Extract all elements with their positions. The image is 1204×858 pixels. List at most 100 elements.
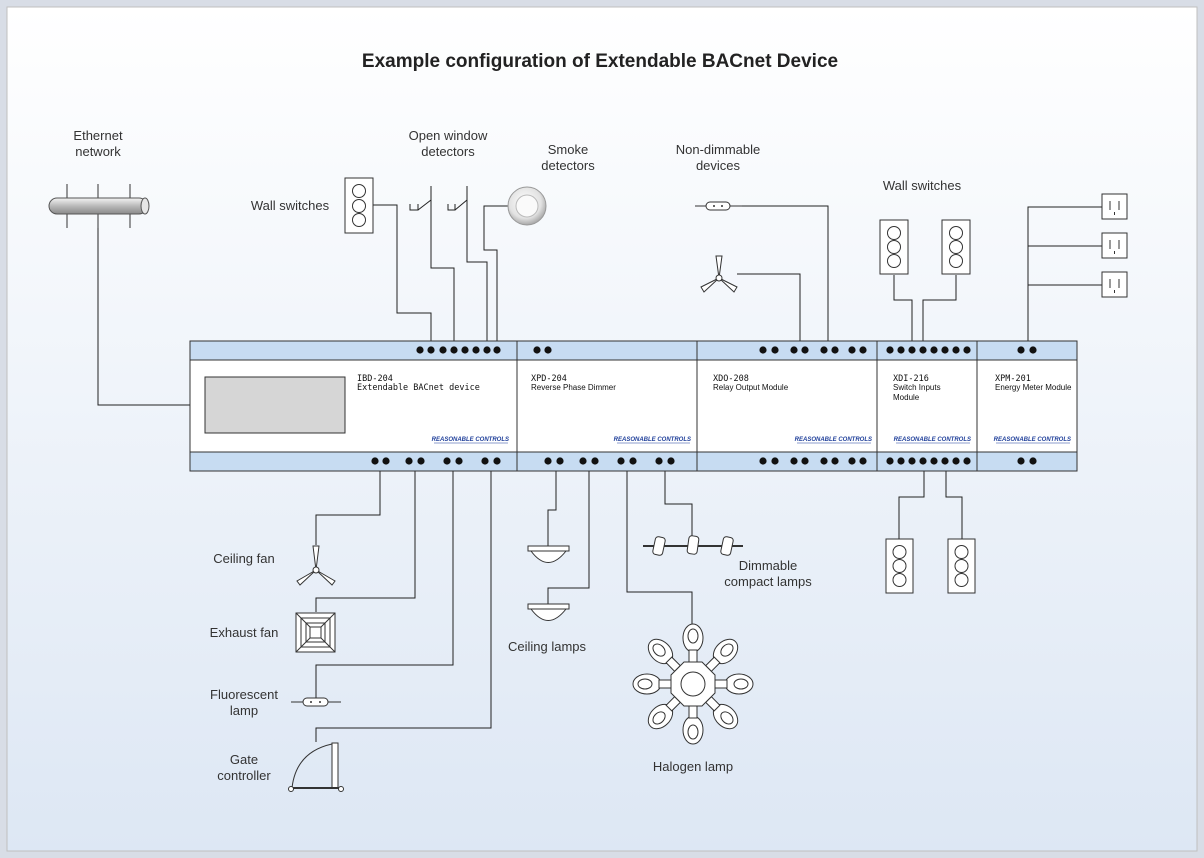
terminal-dot — [472, 346, 480, 354]
terminal-dot — [667, 457, 675, 465]
terminal-dot — [771, 457, 779, 465]
terminal-dot — [919, 346, 927, 354]
terminal-dot — [801, 346, 809, 354]
fluorescent-lamp-icon — [291, 697, 341, 707]
terminal-dot — [556, 457, 564, 465]
terminal-dot — [908, 346, 916, 354]
terminal-dot — [443, 457, 451, 465]
module-brand: REASONABLE CONTROLS — [614, 437, 691, 443]
module-xpd-204: XPD-204 Reverse Phase Dimmer REASONABLE … — [531, 374, 691, 444]
module-code: XPM-201 — [995, 374, 1031, 384]
power-outlet-icon — [1101, 193, 1128, 220]
label-dimmable-compact-lamps: compact lamps — [724, 574, 812, 589]
terminal-dot — [759, 457, 767, 465]
terminal-dot — [771, 346, 779, 354]
terminal-dot — [461, 346, 469, 354]
terminal-dot — [416, 346, 424, 354]
terminal-dot — [848, 346, 856, 354]
terminal-dot — [963, 457, 971, 465]
label-smoke: Smoke — [548, 142, 588, 157]
fluorescent-tube-icon — [695, 201, 742, 211]
terminal-dot — [831, 457, 839, 465]
terminal-dot — [481, 457, 489, 465]
terminal-dot — [382, 457, 390, 465]
fan-icon — [700, 255, 738, 293]
terminal-dot — [1029, 346, 1037, 354]
label-open-window-detectors: detectors — [421, 144, 475, 159]
terminal-dot — [941, 457, 949, 465]
terminal-dot — [908, 457, 916, 465]
module-xdi-216: XDI-216 Switch Inputs Module REASONABLE … — [893, 374, 971, 444]
terminal-dot — [952, 346, 960, 354]
ethernet-pipe-icon — [48, 184, 150, 228]
label-ethernet: Ethernet — [73, 128, 123, 143]
label-gate-controller: controller — [217, 768, 271, 783]
label-open-window: Open window — [409, 128, 488, 143]
module-code: IBD-204 — [357, 374, 393, 384]
terminal-dot — [897, 346, 905, 354]
module-description-line2: Module — [893, 393, 920, 402]
terminal-dot — [579, 457, 587, 465]
label-non-dimmable-devices: devices — [696, 158, 741, 173]
ceiling-fan-icon — [296, 545, 336, 586]
label-ethernet-network: network — [75, 144, 121, 159]
terminal-dot — [544, 346, 552, 354]
terminal-dot — [439, 346, 447, 354]
terminal-dot — [629, 457, 637, 465]
label-fluorescent-lamp: lamp — [230, 703, 258, 718]
terminal-dot — [417, 457, 425, 465]
terminal-dot — [455, 457, 463, 465]
halogen-lamp-icon — [632, 623, 754, 745]
terminal-dot — [759, 346, 767, 354]
terminal-dot — [930, 346, 938, 354]
wall-switch-icon — [885, 538, 914, 594]
device-display — [204, 376, 346, 434]
module-brand: REASONABLE CONTROLS — [795, 437, 872, 443]
ceiling-lamp-icon — [527, 603, 570, 621]
label-halogen-lamp: Halogen lamp — [653, 759, 733, 774]
label-ceiling-fan: Ceiling fan — [213, 551, 274, 566]
module-xpm-201: XPM-201 Energy Meter Module REASONABLE C… — [994, 374, 1072, 444]
terminal-dot — [886, 346, 894, 354]
terminal-dot — [790, 346, 798, 354]
module-ibd-204: IBD-204 Extendable BACnet device REASONA… — [357, 374, 509, 444]
label-fluorescent: Fluorescent — [210, 687, 278, 702]
module-description: Reverse Phase Dimmer — [531, 383, 616, 392]
wall-switch-icon — [879, 219, 909, 275]
terminal-dot — [1029, 457, 1037, 465]
bacnet-device-rail — [189, 340, 1078, 472]
terminal-dot — [427, 346, 435, 354]
terminal-dot — [371, 457, 379, 465]
diagram-title: Example configuration of Extendable BACn… — [362, 51, 838, 72]
open-window-detector-icon — [409, 186, 468, 211]
terminal-dot — [544, 457, 552, 465]
terminal-dot — [941, 346, 949, 354]
terminal-dot — [820, 457, 828, 465]
label-exhaust-fan: Exhaust fan — [210, 625, 279, 640]
label-wall-switches-left: Wall switches — [251, 198, 330, 213]
terminal-dot — [483, 346, 491, 354]
module-description: Energy Meter Module — [995, 383, 1072, 392]
power-outlet-icon — [1101, 232, 1128, 259]
module-brand: REASONABLE CONTROLS — [994, 437, 1071, 443]
module-description: Extendable BACnet device — [357, 383, 480, 393]
module-code: XPD-204 — [531, 374, 567, 384]
wall-switch-icon — [941, 219, 971, 275]
terminal-dot — [831, 346, 839, 354]
wiring — [97, 192, 1102, 742]
terminal-dot — [859, 346, 867, 354]
terminal-dot — [801, 457, 809, 465]
label-smoke-detectors: detectors — [541, 158, 595, 173]
module-xdo-208: XDO-208 Relay Output Module REASONABLE C… — [713, 374, 872, 444]
exhaust-fan-icon — [295, 612, 336, 653]
terminal-dot — [493, 346, 501, 354]
terminal-dots — [371, 346, 1037, 465]
label-wall-switches-right: Wall switches — [883, 178, 962, 193]
top-terminal-strip — [189, 340, 1078, 361]
terminal-dot — [1017, 457, 1025, 465]
terminal-dot — [952, 457, 960, 465]
terminal-dot — [655, 457, 663, 465]
terminal-dot — [859, 457, 867, 465]
terminal-dot — [820, 346, 828, 354]
module-brand: REASONABLE CONTROLS — [894, 437, 971, 443]
